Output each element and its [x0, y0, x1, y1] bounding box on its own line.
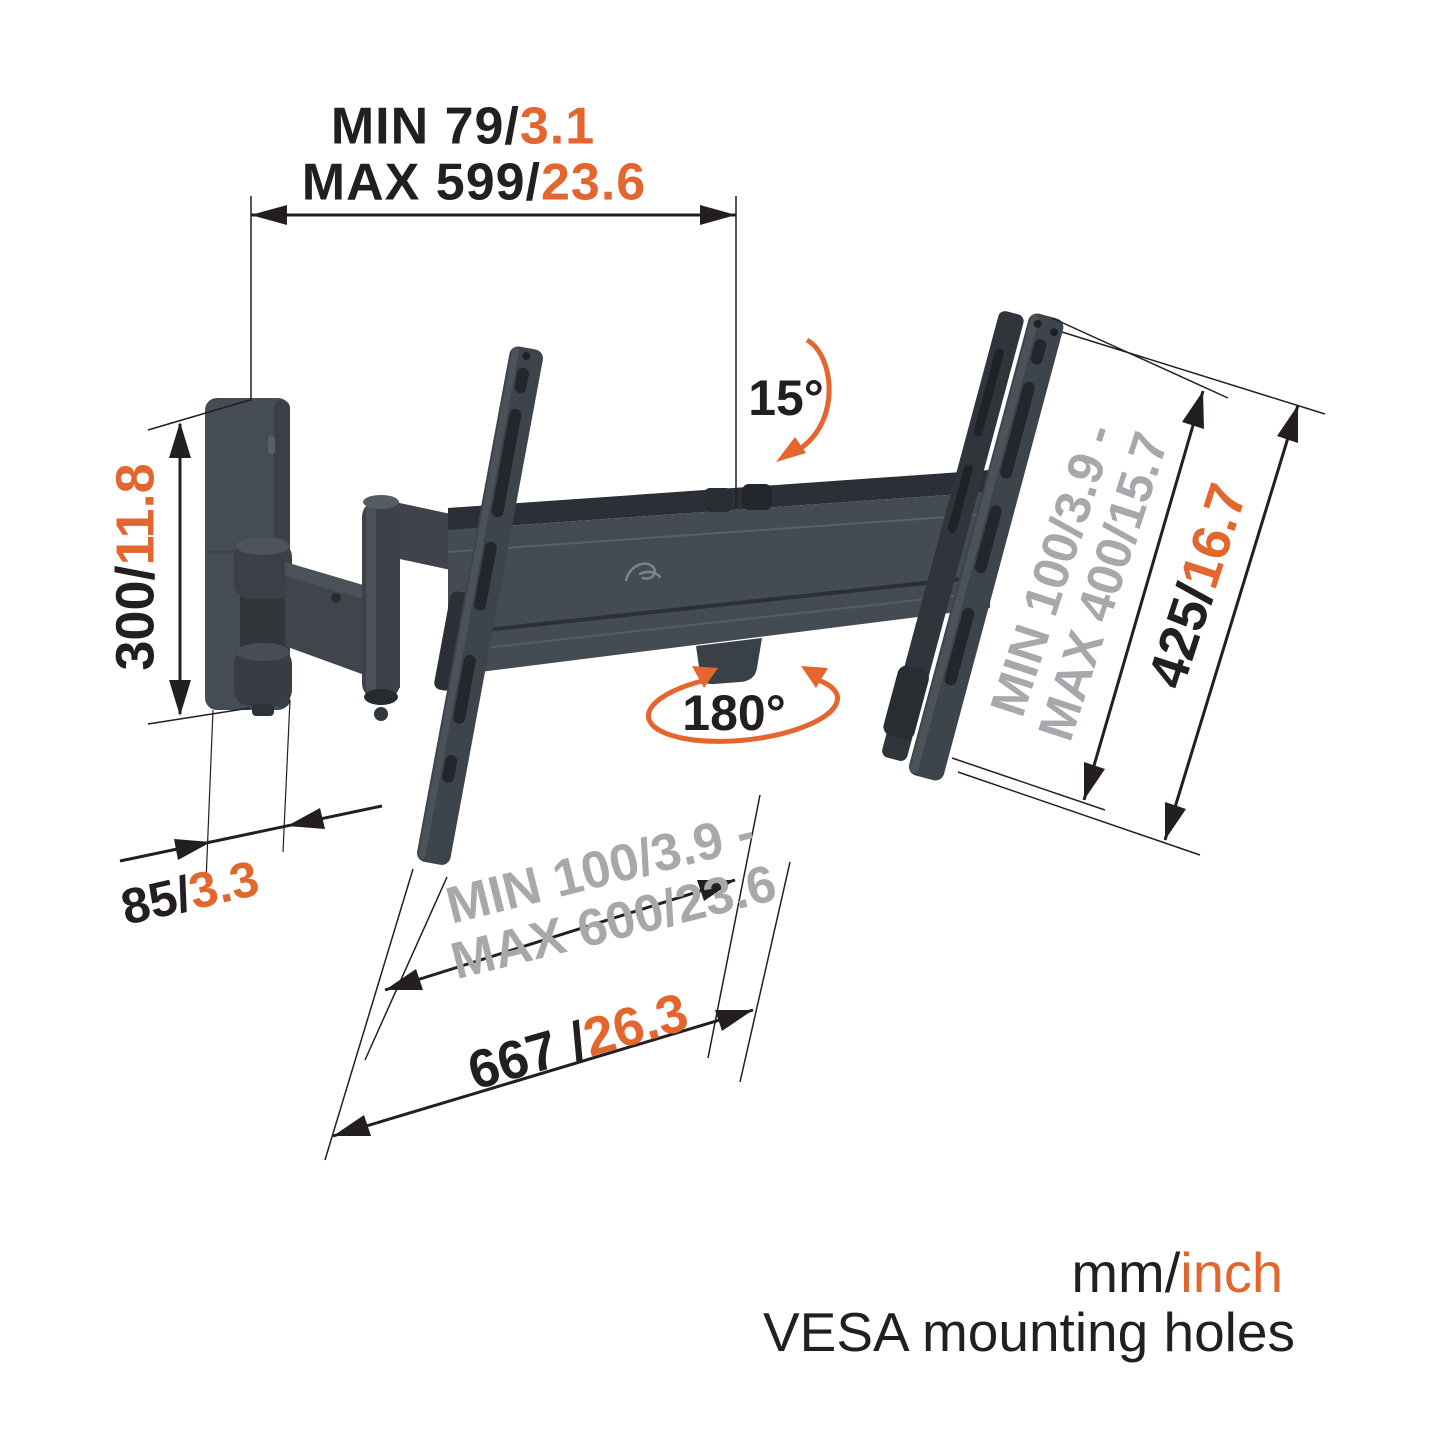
value-inch: 3.1	[519, 97, 596, 156]
value-angle: 180°	[682, 684, 786, 741]
dim-wall-plate-height	[147, 399, 251, 725]
tilt-arrow-icon	[776, 337, 832, 462]
value-angle: 15°	[748, 369, 824, 426]
dim-bracket-width	[324, 861, 791, 1161]
right-rail	[882, 311, 1064, 781]
footnote-text: VESA mounting holes	[762, 1301, 1295, 1363]
dim-label-arm-extension-min: MIN 79/3.1	[330, 97, 596, 156]
dim-label-tilt-angle: 15°	[748, 372, 824, 425]
legend-units: mm/inch	[1071, 1240, 1283, 1305]
dim-wall-plate-depth	[119, 699, 383, 883]
dim-arm-extension	[250, 196, 737, 508]
dim-label-wall-plate-height: 300/11.8	[105, 463, 166, 671]
value-mm: 300/	[105, 565, 166, 671]
value-inch: 23.6	[541, 153, 647, 212]
left-rail	[417, 346, 543, 865]
value-mm: MIN 79/	[330, 97, 520, 156]
units-inch: inch	[1180, 1241, 1283, 1304]
legend-footnote: VESA mounting holes	[763, 1300, 1295, 1364]
dim-bracket-height	[957, 331, 1326, 856]
dim-vesa-vertical	[951, 317, 1229, 811]
swivel-arrow-icon	[645, 666, 840, 744]
wall-plate-emblem	[268, 436, 275, 454]
dim-label-arm-extension-max: MAX 599/23.6	[301, 153, 647, 212]
vogels-logo	[624, 562, 662, 582]
value-mm: MAX 599/	[301, 153, 541, 212]
value-inch: 11.8	[105, 463, 166, 566]
dim-label-swivel-angle: 180°	[682, 687, 785, 740]
dim-vesa-horizontal	[364, 794, 761, 1061]
articulated-arm	[234, 495, 600, 721]
units-mm: mm/	[1071, 1241, 1181, 1304]
